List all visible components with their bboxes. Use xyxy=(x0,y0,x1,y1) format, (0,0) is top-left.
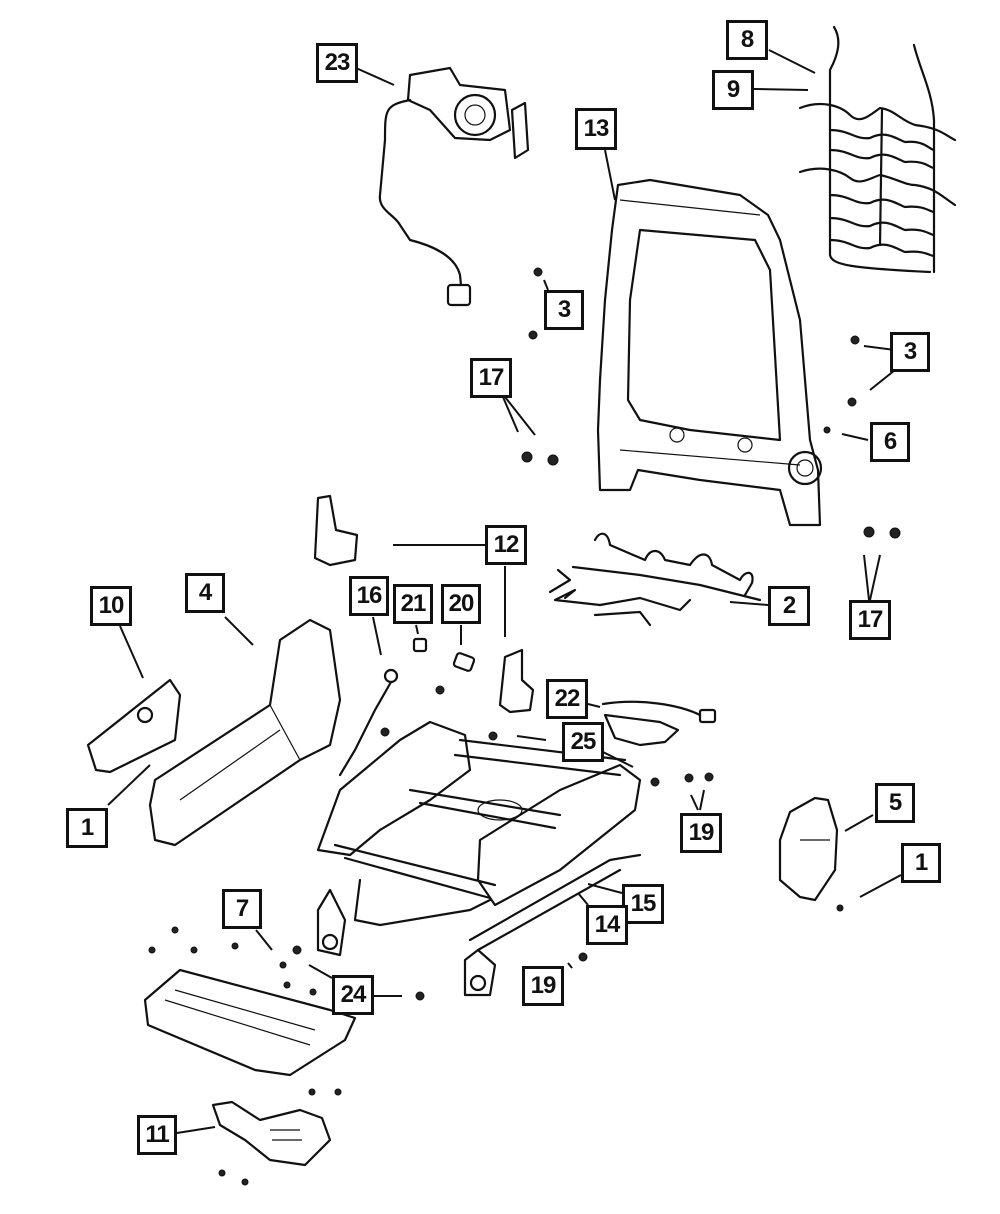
part-14-15-adjuster[interactable] xyxy=(316,720,642,997)
part-2-cushion-spring[interactable] xyxy=(548,532,762,627)
callout-15[interactable]: 15 xyxy=(622,884,664,924)
callout-14[interactable]: 14 xyxy=(586,905,628,945)
part-8-9-suspension[interactable] xyxy=(798,25,957,274)
callout-12[interactable]: 12 xyxy=(485,525,527,565)
callout-13[interactable]: 13 xyxy=(575,108,617,150)
part-23-motor-harness[interactable] xyxy=(378,66,530,307)
part-10-inner-shield[interactable] xyxy=(86,678,182,774)
callout-2[interactable]: 2 xyxy=(768,586,810,626)
callout-3[interactable]: 3 xyxy=(890,332,930,372)
part-5-recliner-cover[interactable] xyxy=(778,796,844,912)
fasteners-3-17-6 xyxy=(521,267,901,539)
callout-7[interactable]: 7 xyxy=(222,889,262,929)
callout-11[interactable]: 11 xyxy=(137,1115,177,1155)
callout-17[interactable]: 17 xyxy=(470,358,512,398)
callout-17[interactable]: 17 xyxy=(849,600,891,640)
callout-10[interactable]: 10 xyxy=(90,586,132,626)
callout-8[interactable]: 8 xyxy=(726,20,768,60)
part-13-seat-back-frame[interactable] xyxy=(596,178,823,527)
part-4-outer-shield[interactable] xyxy=(148,618,342,847)
callout-1[interactable]: 1 xyxy=(66,808,108,848)
callout-4[interactable]: 4 xyxy=(185,573,225,613)
fasteners-19 xyxy=(578,772,714,962)
callout-6[interactable]: 6 xyxy=(870,422,910,462)
callout-19[interactable]: 19 xyxy=(522,966,564,1006)
callout-16[interactable]: 16 xyxy=(349,576,389,616)
callout-9[interactable]: 9 xyxy=(712,70,754,110)
callout-25[interactable]: 25 xyxy=(562,722,604,762)
callout-22[interactable]: 22 xyxy=(546,679,588,719)
part-7-24-base[interactable] xyxy=(143,926,425,1077)
part-11-riser-bracket[interactable] xyxy=(211,1088,342,1186)
callout-19[interactable]: 19 xyxy=(680,813,722,853)
callout-21[interactable]: 21 xyxy=(393,584,433,624)
callout-3[interactable]: 3 xyxy=(544,290,584,330)
part-12-bracket[interactable] xyxy=(313,494,535,714)
parts-16-20-21[interactable] xyxy=(338,637,498,777)
part-22-lumbar-module[interactable] xyxy=(601,700,717,747)
callout-23[interactable]: 23 xyxy=(316,43,358,83)
callout-24[interactable]: 24 xyxy=(332,975,374,1015)
callout-5[interactable]: 5 xyxy=(875,783,915,823)
callout-20[interactable]: 20 xyxy=(441,584,481,624)
callout-1[interactable]: 1 xyxy=(901,843,941,883)
